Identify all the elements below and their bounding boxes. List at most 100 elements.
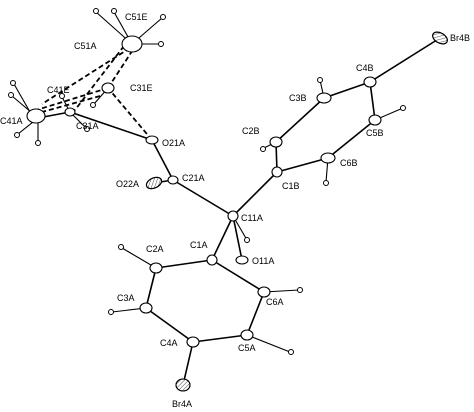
label-c4b: C4B xyxy=(356,63,374,73)
label-o22a: O22A xyxy=(116,179,139,189)
bond-c51e-c41e xyxy=(41,47,131,105)
hydrogen-atom xyxy=(35,140,41,146)
bond-c31e-c41e xyxy=(29,87,109,113)
bond-c4b-c5b xyxy=(369,81,376,121)
label-br4a: Br4A xyxy=(172,399,192,409)
bond-c3a-c4a xyxy=(145,307,194,343)
bond-c11a-c1a xyxy=(211,215,234,261)
label-c1a: C1A xyxy=(190,240,208,250)
label-c2a: C2A xyxy=(146,244,164,254)
bond-c3b-c2b xyxy=(275,97,325,143)
hydrogen-atom xyxy=(14,132,20,138)
bond-c11a-o11a xyxy=(232,215,243,261)
hydrogen-atom xyxy=(158,41,164,47)
label-c2b: C2B xyxy=(242,126,260,136)
bond-c5b-c6b xyxy=(327,119,376,159)
bond-c31e-c51e xyxy=(107,41,139,89)
atom-c1b xyxy=(271,166,283,178)
h-bond-c41e-1 xyxy=(13,83,31,113)
hydrogen-atom xyxy=(288,349,294,355)
hydrogen-atom xyxy=(160,14,166,20)
label-c31a: C31A xyxy=(76,121,99,131)
atom-c31e xyxy=(101,82,115,94)
hydrogen-atom xyxy=(93,8,99,14)
hydrogen-atom xyxy=(59,93,65,99)
atom-c6b xyxy=(320,152,336,164)
bond-c1b-c11a xyxy=(232,171,278,217)
hydrogen-atom xyxy=(118,244,124,250)
label-o11a: O11A xyxy=(252,256,274,266)
atom-c1a xyxy=(206,254,218,266)
hydrogen-atom xyxy=(297,287,303,293)
hydrogen-atom xyxy=(108,309,114,315)
label-c6a: C6A xyxy=(266,297,284,307)
bond-c11a-c21a xyxy=(172,179,234,217)
label-c5a: C5A xyxy=(238,343,256,353)
hydrogen-atom xyxy=(84,126,90,132)
bond-c4a-br4a xyxy=(182,341,194,386)
bond-c31e-c41e-b xyxy=(41,95,101,113)
atom-o21a xyxy=(145,135,159,145)
hydrogen-atom xyxy=(90,102,96,108)
label-o21a: O21A xyxy=(162,138,185,148)
atom-c2b xyxy=(269,136,283,148)
bond-c51a-c31a xyxy=(74,45,125,111)
bond-c6a-c5a xyxy=(246,291,265,336)
label-br4b: Br4B xyxy=(450,33,470,43)
label-c4a: C4A xyxy=(160,338,178,348)
label-c51e: C51E xyxy=(125,12,148,22)
label-c51a: C51A xyxy=(74,41,97,51)
h-bond-c2a xyxy=(121,247,157,269)
hydrogen-atom xyxy=(244,237,250,243)
atom-c3a xyxy=(139,302,153,314)
label-c5b: C5B xyxy=(366,128,384,138)
atom-br4b-hatch xyxy=(432,31,448,45)
hydrogen-atom xyxy=(111,8,117,14)
heavy-atoms xyxy=(26,31,448,392)
hydrogen-atom xyxy=(323,180,329,186)
atom-c51 xyxy=(121,35,143,53)
label-c21a: C21A xyxy=(182,173,205,183)
bond-c4b-c3b xyxy=(323,81,371,99)
label-c1b: C1B xyxy=(282,181,300,191)
atom-c5a xyxy=(240,329,254,341)
atom-c21a xyxy=(167,175,179,185)
label-c41a: C41A xyxy=(0,116,23,126)
atom-c4a xyxy=(186,336,200,348)
bond-br4b-c4b xyxy=(369,37,441,83)
label-c11a: C11A xyxy=(241,213,263,223)
h-bond-c5a xyxy=(246,334,291,353)
bond-c21a-o21a xyxy=(151,139,174,181)
label-c3a: C3A xyxy=(117,293,135,303)
atom-c2a xyxy=(149,262,163,274)
bond-c1a-c2a xyxy=(155,259,213,269)
label-c41e: C41E xyxy=(47,85,70,95)
atom-c41 xyxy=(26,108,46,124)
hydrogen-atom xyxy=(8,92,14,98)
hydrogen-atom xyxy=(10,80,16,86)
atom-c31a xyxy=(64,107,76,117)
bond-c6b-c1b xyxy=(276,157,329,173)
bond-c1a-c6a xyxy=(211,259,265,293)
atom-c5b xyxy=(368,114,382,126)
bond-c5a-c4a xyxy=(192,334,248,343)
atom-c11a xyxy=(227,210,239,222)
atom-o11a xyxy=(235,255,249,265)
label-c6b: C6B xyxy=(340,158,358,168)
atom-c6a xyxy=(257,286,271,298)
label-c3b: C3B xyxy=(289,93,307,103)
hydrogen-atom xyxy=(260,146,266,152)
hydrogen-atom xyxy=(400,105,406,111)
bond-o21a-c31a xyxy=(69,111,153,141)
label-c31e: C31E xyxy=(130,83,153,93)
hydrogen-atom xyxy=(317,77,323,83)
atom-c4b xyxy=(363,76,377,88)
bond-o21a-c31e xyxy=(107,87,153,141)
atom-labels: Br4B C4B C3B C5B C2B C6B C1B C51E C51A C… xyxy=(0,12,470,409)
bonds-layer xyxy=(11,11,441,386)
atom-c3b xyxy=(316,92,332,104)
atom-br4a-hatch xyxy=(175,378,191,392)
atom-o22a-hatch xyxy=(145,176,163,190)
bond-c2a-c3a xyxy=(145,267,157,309)
